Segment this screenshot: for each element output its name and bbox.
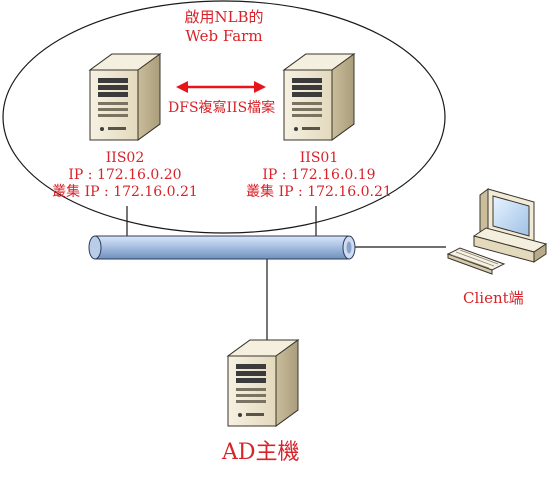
iis01-name: IIS01 <box>299 150 339 166</box>
client-label: Client端 <box>463 289 524 307</box>
iis02-server-icon <box>89 53 161 141</box>
iis01-labels: IIS01 IP : 172.16.0.19 叢集 IP : 172.16.0.… <box>234 150 404 201</box>
iis01-cluster-ip: 叢集 IP : 172.16.0.21 <box>246 184 392 200</box>
ad-server-icon <box>227 339 299 427</box>
iis02-labels: IIS02 IP : 172.16.0.20 叢集 IP : 172.16.0.… <box>40 150 210 201</box>
iis02-cluster-ip: 叢集 IP : 172.16.0.21 <box>52 184 198 200</box>
web-farm-title-line2: Web Farm <box>185 27 263 45</box>
desktop-computer-icon <box>446 188 548 275</box>
web-farm-title-line1: 啟用NLB的 <box>184 8 264 26</box>
iis01-server-icon <box>283 53 355 141</box>
ad-label: AD主機 <box>222 440 300 465</box>
network-bus-pipe <box>88 235 356 260</box>
replication-label: DFS複寫IIS檔案 <box>168 100 276 116</box>
web-farm-boundary <box>2 0 446 234</box>
iis01-ip: IP : 172.16.0.19 <box>262 167 376 183</box>
iis02-name: IIS02 <box>105 150 145 166</box>
double-arrow-icon <box>176 81 266 93</box>
iis02-ip: IP : 172.16.0.20 <box>68 167 182 183</box>
web-farm-title: 啟用NLB的 Web Farm <box>164 8 284 46</box>
